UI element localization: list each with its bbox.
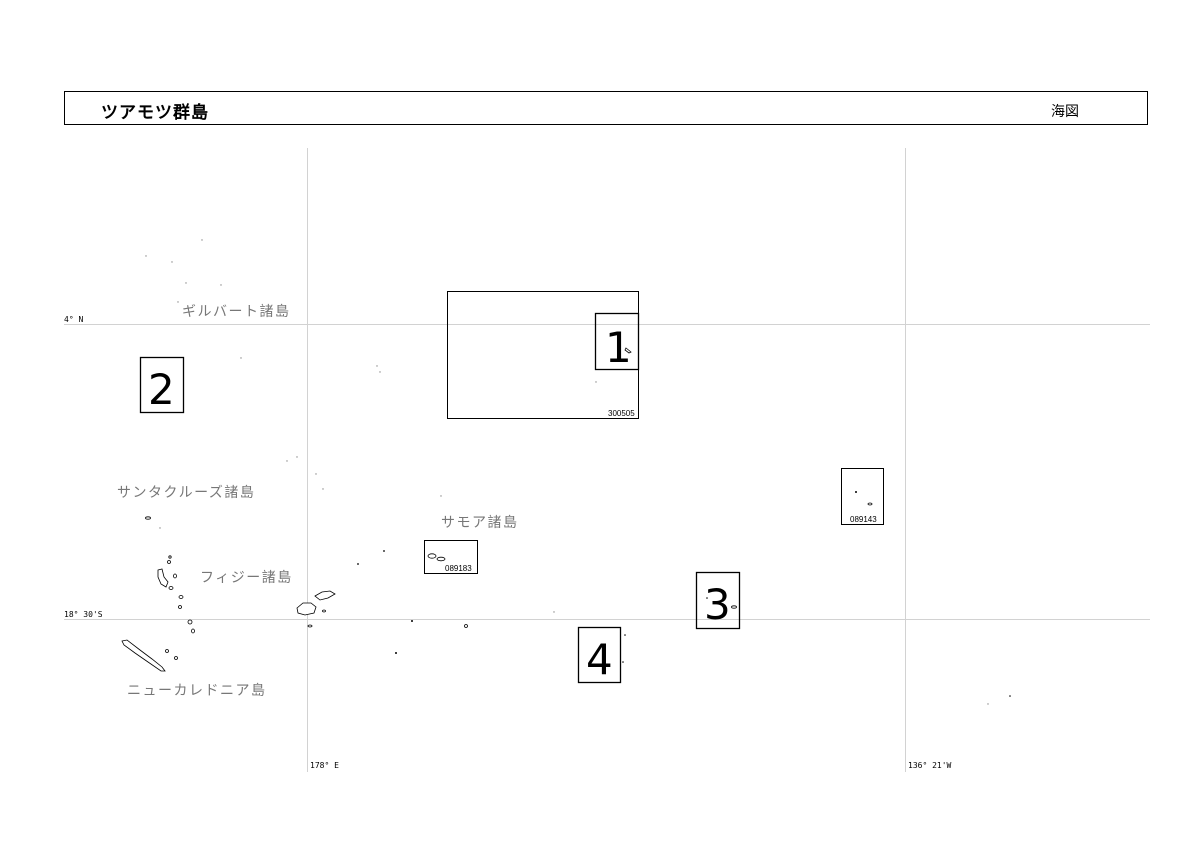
coord-label-178e: 178° E [310, 761, 339, 770]
region-label-fiji: フィジー諸島 [200, 570, 293, 586]
zone-number-1: 1 [605, 323, 632, 372]
region-label-new-caledonia: ニューカレドニア島 [127, 683, 267, 699]
island-new-caledonia [121, 639, 166, 672]
region-label-santa-cruz: サンタクルーズ諸島 [117, 485, 255, 501]
chart-code-089143: 089143 [850, 515, 877, 524]
zone-box-2[interactable]: 2 [139, 356, 185, 415]
island-samoa-savaii [427, 553, 437, 559]
island-small [168, 555, 172, 559]
zone-box-3[interactable]: 3 [695, 571, 741, 630]
region-label-gilbert: ギルバート諸島 [182, 304, 291, 320]
coord-label-4n: 4° N [64, 315, 83, 324]
island-fiji-vanua-levu [314, 590, 336, 601]
zone-number-4: 4 [586, 635, 613, 684]
chart-code-300505: 300505 [608, 409, 635, 418]
zone-box-4[interactable]: 4 [577, 626, 622, 685]
island-fiji-viti-levu [296, 602, 317, 616]
island-vanuatu-main [157, 568, 169, 588]
island-small [191, 628, 195, 634]
island-small [167, 560, 171, 564]
island-small [307, 624, 313, 628]
island-small [168, 586, 174, 590]
island-small [624, 347, 632, 354]
island-small [145, 516, 151, 520]
map-title: ツアモツ群島 [101, 103, 209, 123]
chart-code-089183: 089183 [445, 564, 472, 573]
island-small [178, 595, 184, 599]
island-small [867, 502, 873, 506]
chart-box-089143[interactable]: 089143 [841, 468, 884, 525]
zone-number-2: 2 [148, 365, 175, 414]
island-small [731, 605, 737, 609]
island-small [322, 609, 326, 613]
island-small [187, 619, 193, 625]
chart-box-089183[interactable]: 089183 [424, 540, 478, 574]
island-samoa-upolu [436, 556, 446, 562]
coord-label-136-21w: 136° 21'W [908, 761, 952, 770]
atoll-dots [145, 239, 1011, 705]
region-label-samoa: サモア諸島 [441, 515, 519, 531]
map-header: ツアモツ群島 海図 [64, 91, 1148, 125]
island-small [178, 605, 182, 609]
zone-box-1[interactable]: 1 [594, 312, 640, 373]
zone-number-3: 3 [704, 580, 731, 629]
island-small [464, 624, 468, 628]
island-small [165, 649, 169, 653]
island-small [174, 656, 178, 660]
map-type-label: 海図 [1051, 104, 1079, 120]
island-small [173, 573, 177, 579]
coord-label-18-30s: 18° 30'S [64, 610, 103, 619]
